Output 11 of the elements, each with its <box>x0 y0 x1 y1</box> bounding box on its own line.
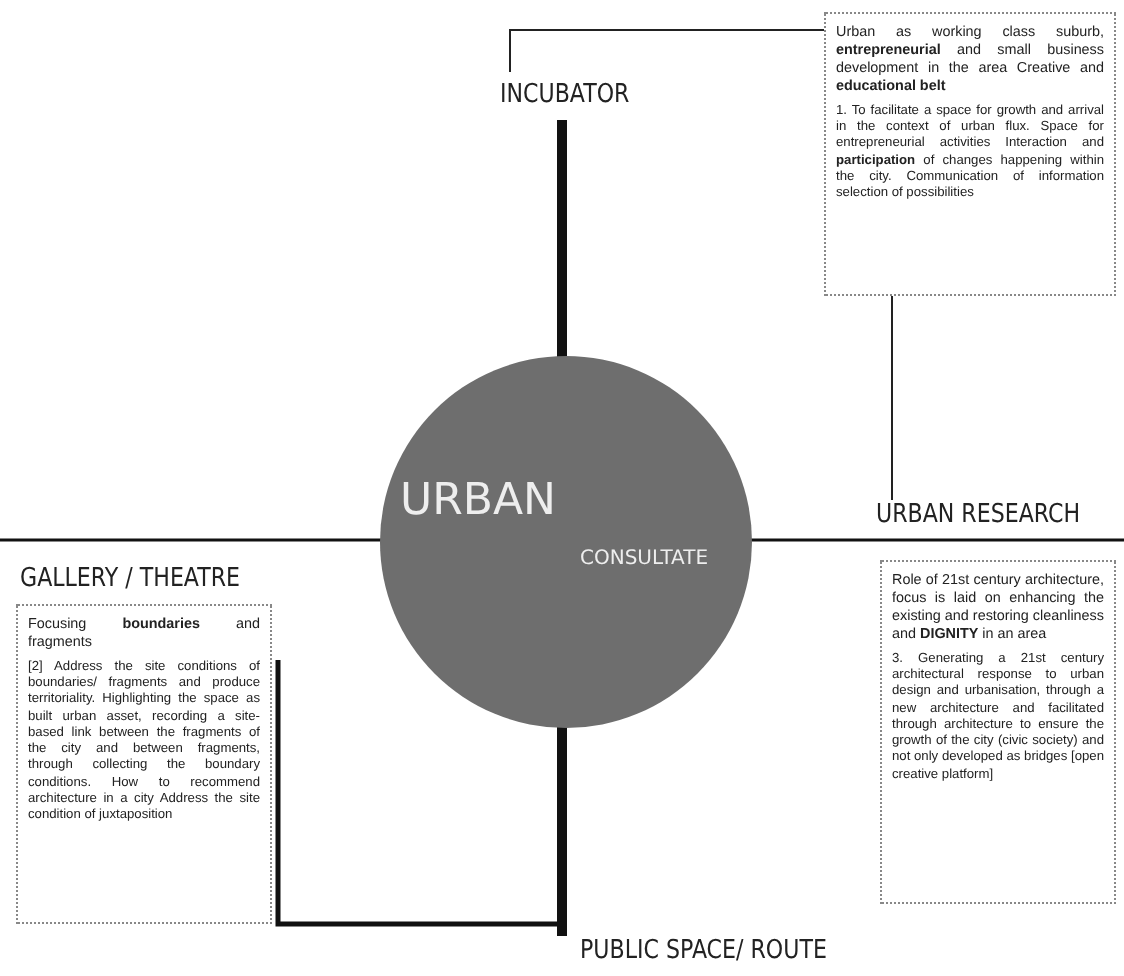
leader-line <box>509 29 825 73</box>
circle-label: CONSULTATE <box>580 548 709 570</box>
text-panel <box>16 604 272 924</box>
text-panel <box>880 560 1116 904</box>
leader-line <box>891 295 893 501</box>
axis-label: GALLERY / THEATRE <box>20 564 241 594</box>
axis-label: URBAN RESEARCH <box>876 500 1081 530</box>
circle-label: URBAN <box>400 476 556 526</box>
text-panel <box>824 12 1116 296</box>
axis-label: INCUBATOR <box>500 80 630 110</box>
axis-label: PUBLIC SPACE/ ROUTE <box>580 936 827 966</box>
